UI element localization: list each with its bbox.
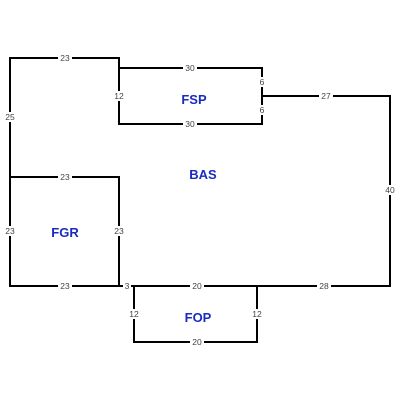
- dim-fgr-top: 23: [58, 172, 72, 182]
- dim-fsp-right-upper-text: 6: [260, 77, 265, 87]
- dim-fsp-right-lower-text: 6: [260, 105, 265, 115]
- dim-outer-right: 40: [383, 185, 397, 195]
- dim-step-gap-text: 3: [125, 281, 130, 291]
- dim-fsp-to-right: 27: [319, 91, 333, 101]
- wall-fgr: [9, 176, 120, 287]
- dim-fsp-top: 30: [183, 63, 197, 73]
- dim-fop-left-text: 12: [129, 309, 139, 319]
- dim-fsp-top-text: 30: [185, 63, 195, 73]
- area-labels: BAS FSP FGR FOP: [51, 92, 217, 325]
- dim-outer-top-text: 23: [60, 53, 70, 63]
- dim-fsp-left-text: 12: [114, 91, 124, 101]
- dim-fgr-right: 23: [112, 226, 126, 236]
- area-label-fop: FOP: [185, 310, 212, 325]
- dim-fsp-bottom-text: 30: [185, 119, 195, 129]
- dim-step-gap: 3: [123, 281, 131, 291]
- dim-fsp-left: 12: [112, 91, 126, 101]
- dimension-labels: 23 25 30 12 6 6: [3, 53, 397, 347]
- dim-fop-top: 20: [190, 281, 204, 291]
- dim-fgr-bottom: 23: [58, 281, 72, 291]
- area-label-bas: BAS: [189, 167, 217, 182]
- dim-fop-bottom-text: 20: [192, 337, 202, 347]
- dim-fgr-bottom-text: 23: [60, 281, 70, 291]
- area-label-fgr: FGR: [51, 225, 79, 240]
- dim-fgr-right-text: 23: [114, 226, 124, 236]
- area-label-fsp: FSP: [181, 92, 207, 107]
- dim-fsp-to-right-text: 27: [321, 91, 331, 101]
- dim-fsp-right-upper: 6: [257, 77, 267, 87]
- dim-fsp-right-lower: 6: [257, 105, 267, 115]
- dim-fop-right: 12: [250, 309, 264, 319]
- dim-fop-bottom: 20: [190, 337, 204, 347]
- dim-bottom-right: 28: [317, 281, 331, 291]
- dim-bottom-right-text: 28: [319, 281, 329, 291]
- dim-fop-right-text: 12: [252, 309, 262, 319]
- dim-outer-left-upper: 25: [3, 112, 17, 122]
- dim-fgr-top-text: 23: [60, 172, 70, 182]
- dim-fgr-left: 23: [3, 226, 17, 236]
- dim-outer-top: 23: [58, 53, 72, 63]
- dim-outer-left-upper-text: 25: [5, 112, 15, 122]
- dim-fgr-left-text: 23: [5, 226, 15, 236]
- dim-fsp-bottom: 30: [183, 119, 197, 129]
- dim-outer-right-text: 40: [385, 185, 395, 195]
- dim-fop-left: 12: [127, 309, 141, 319]
- dim-fop-top-text: 20: [192, 281, 202, 291]
